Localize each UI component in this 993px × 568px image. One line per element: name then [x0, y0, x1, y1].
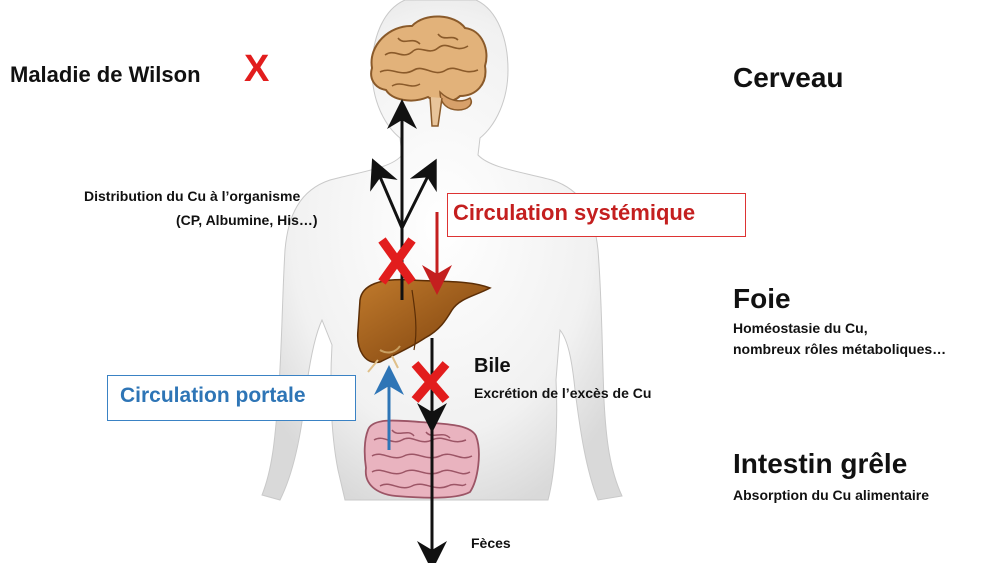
bile-desc: Excrétion de l’excès de Cu	[474, 385, 651, 401]
portal-label: Circulation portale	[120, 384, 306, 408]
intestine-icon	[365, 420, 479, 497]
liver-label: Foie	[733, 283, 791, 315]
liver-desc-line2: nombreux rôles métaboliques…	[733, 341, 946, 357]
intestine-label: Intestin grêle	[733, 448, 907, 480]
wilson-x-icon: X	[244, 48, 269, 91]
liver-desc-line1: Homéostasie du Cu,	[733, 320, 868, 336]
intestine-desc: Absorption du Cu alimentaire	[733, 487, 929, 503]
brain-label: Cerveau	[733, 62, 844, 94]
distribution-line2: (CP, Albumine, His…)	[176, 212, 318, 228]
systemic-label: Circulation systémique	[453, 200, 695, 226]
distribution-line1: Distribution du Cu à l’organisme	[84, 188, 300, 204]
feces-label: Fèces	[471, 535, 511, 551]
bile-label: Bile	[474, 355, 511, 378]
wilson-label: Maladie de Wilson	[10, 62, 201, 88]
